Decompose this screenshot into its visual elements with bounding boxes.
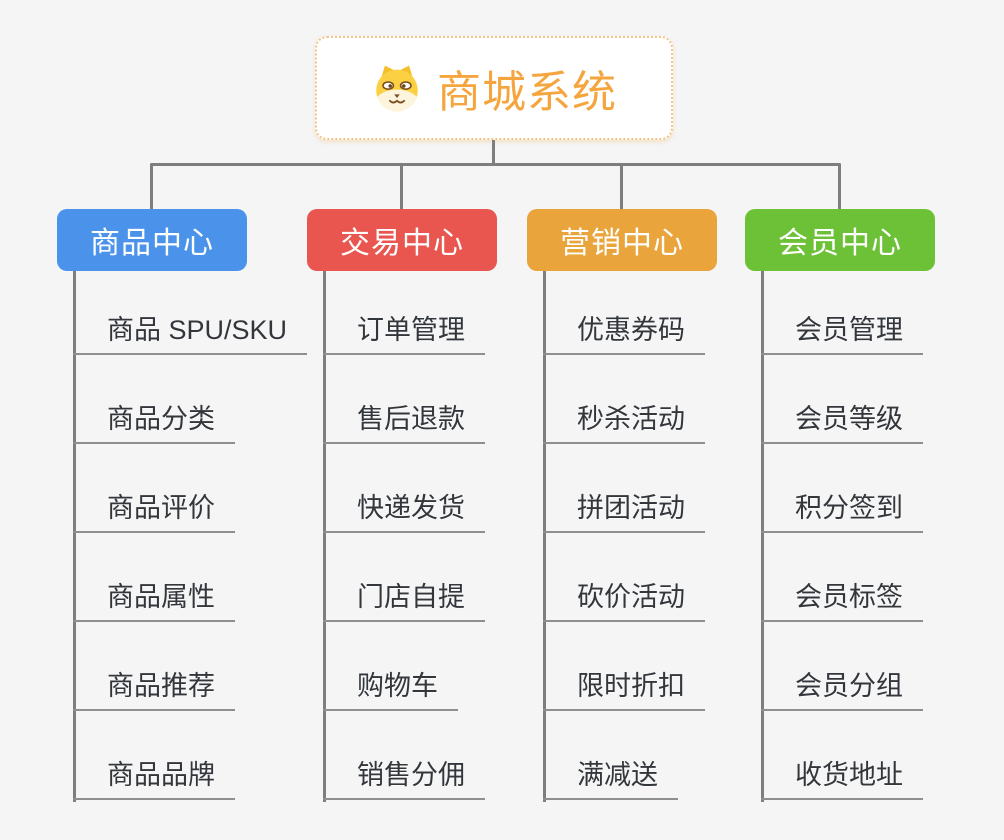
item-trade-center-6[interactable]: 销售分佣 — [323, 758, 485, 800]
item-product-center-3[interactable]: 商品评价 — [73, 491, 235, 533]
item-member-center-3[interactable]: 积分签到 — [761, 491, 923, 533]
item-marketing-center-6[interactable]: 满减送 — [543, 758, 678, 800]
branch-box-product-center[interactable]: 商品中心 — [57, 209, 247, 271]
branch-marketing-center: 营销中心优惠券码秒杀活动拼团活动砍价活动限时折扣满减送 — [527, 0, 717, 840]
root-node[interactable]: 商城系统 — [315, 36, 673, 140]
connector-horizontal-bar — [150, 163, 841, 166]
item-trade-center-2[interactable]: 售后退款 — [323, 402, 485, 444]
branch-label: 交易中心 — [340, 227, 464, 260]
dog-face-icon — [371, 64, 423, 112]
connector-drop-4 — [838, 164, 841, 209]
branch-box-trade-center[interactable]: 交易中心 — [307, 209, 497, 271]
item-trade-center-5[interactable]: 购物车 — [323, 669, 458, 711]
item-marketing-center-1[interactable]: 优惠券码 — [543, 313, 705, 355]
branch-connector-line — [73, 271, 76, 802]
branch-label: 营销中心 — [560, 227, 684, 260]
branch-label: 会员中心 — [778, 227, 902, 260]
branch-connector-line — [761, 271, 764, 802]
item-product-center-4[interactable]: 商品属性 — [73, 580, 235, 622]
item-marketing-center-3[interactable]: 拼团活动 — [543, 491, 705, 533]
item-marketing-center-2[interactable]: 秒杀活动 — [543, 402, 705, 444]
item-member-center-1[interactable]: 会员管理 — [761, 313, 923, 355]
item-trade-center-4[interactable]: 门店自提 — [323, 580, 485, 622]
connector-root-stem — [492, 140, 495, 164]
root-title: 商城系统 — [437, 68, 617, 117]
item-product-center-5[interactable]: 商品推荐 — [73, 669, 235, 711]
connector-drop-3 — [620, 164, 623, 209]
connector-drop-1 — [150, 164, 153, 209]
item-member-center-2[interactable]: 会员等级 — [761, 402, 923, 444]
item-member-center-5[interactable]: 会员分组 — [761, 669, 923, 711]
branch-connector-line — [543, 271, 546, 802]
branch-product-center: 商品中心商品 SPU/SKU 商品分类商品评价商品属性商品推荐商品品牌 — [57, 0, 308, 840]
branch-box-member-center[interactable]: 会员中心 — [745, 209, 935, 271]
item-product-center-6[interactable]: 商品品牌 — [73, 758, 235, 800]
item-marketing-center-4[interactable]: 砍价活动 — [543, 580, 705, 622]
item-product-center-2[interactable]: 商品分类 — [73, 402, 235, 444]
item-trade-center-1[interactable]: 订单管理 — [323, 313, 485, 355]
item-member-center-4[interactable]: 会员标签 — [761, 580, 923, 622]
item-trade-center-3[interactable]: 快递发货 — [323, 491, 485, 533]
branch-box-marketing-center[interactable]: 营销中心 — [527, 209, 717, 271]
branch-trade-center: 交易中心订单管理售后退款快递发货门店自提购物车销售分佣 — [307, 0, 497, 840]
item-marketing-center-5[interactable]: 限时折扣 — [543, 669, 705, 711]
branch-member-center: 会员中心会员管理会员等级积分签到会员标签会员分组收货地址 — [745, 0, 935, 840]
branch-label: 商品中心 — [90, 227, 214, 260]
branch-connector-line — [323, 271, 326, 802]
item-member-center-6[interactable]: 收货地址 — [761, 758, 923, 800]
item-product-center-1[interactable]: 商品 SPU/SKU — [73, 313, 308, 355]
connector-drop-2 — [400, 164, 403, 209]
